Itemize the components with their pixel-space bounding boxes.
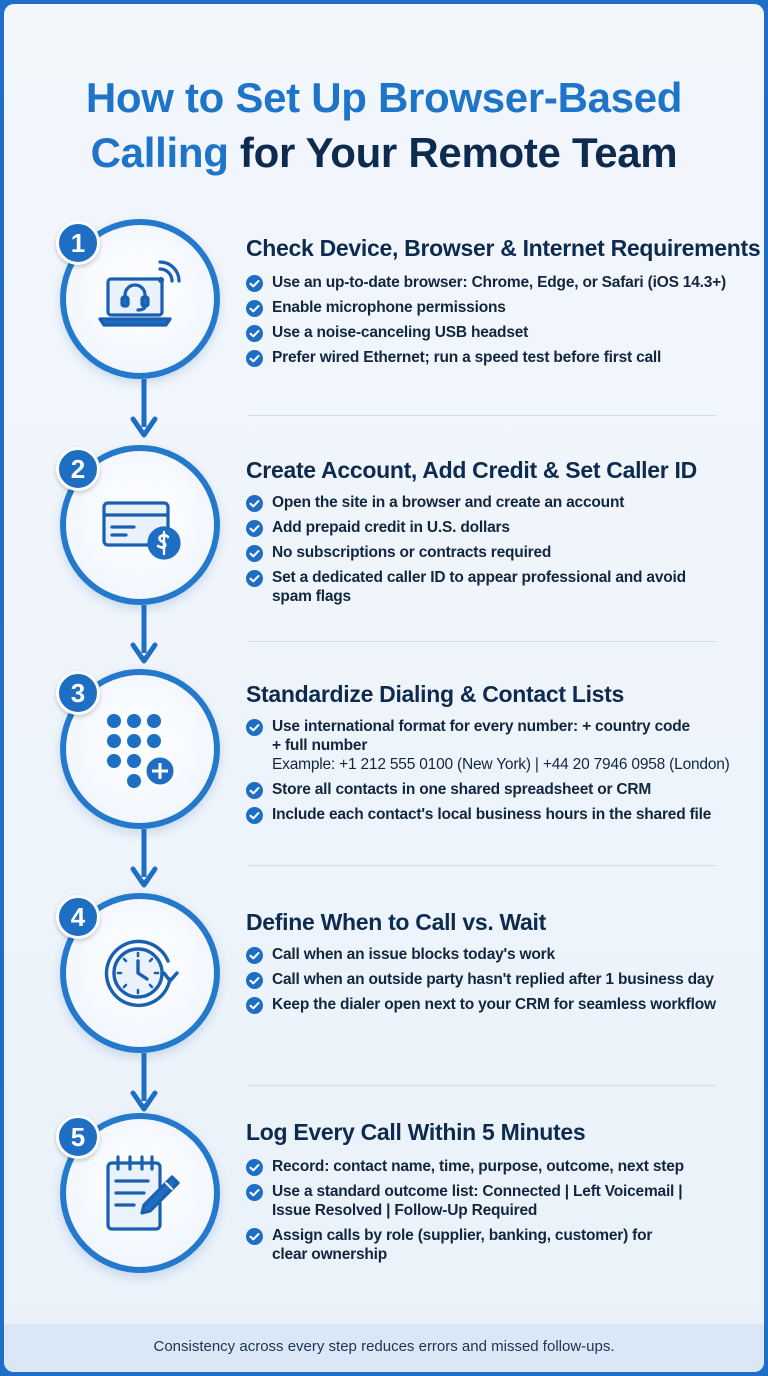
step-2-list: Open the site in a browser and create an… bbox=[246, 493, 686, 612]
step-2-heading: Create Account, Add Credit & Set Caller … bbox=[246, 457, 697, 483]
step-3-list: Use international format for every numbe… bbox=[246, 717, 746, 830]
step-1-circle bbox=[60, 219, 220, 379]
list-item: Enable microphone permissions bbox=[246, 298, 746, 317]
example-numbers: Example: +1 212 555 0100 (New York) | +4… bbox=[272, 756, 730, 773]
step-1-arrow bbox=[130, 379, 158, 439]
check-circle-icon bbox=[246, 1159, 263, 1176]
check-circle-icon bbox=[246, 275, 263, 292]
list-item: Set a dedicated caller ID to appear prof… bbox=[246, 568, 686, 606]
divider bbox=[248, 865, 716, 866]
step-5-list: Record: contact name, time, purpose, out… bbox=[246, 1157, 686, 1270]
list-item: Store all contacts in one shared spreads… bbox=[246, 780, 746, 799]
check-circle-icon bbox=[246, 782, 263, 799]
page-title: How to Set Up Browser-Based Calling for … bbox=[4, 70, 764, 180]
step-1-list: Use an up-to-date browser: Chrome, Edge,… bbox=[246, 273, 746, 373]
list-item: Assign calls by role (supplier, banking,… bbox=[246, 1226, 686, 1264]
step-3-arrow bbox=[130, 829, 158, 889]
title-line1: How to Set Up Browser-Based bbox=[85, 74, 683, 121]
divider bbox=[248, 641, 716, 642]
footer-note: Consistency across every step reduces er… bbox=[4, 1324, 764, 1372]
list-item: Open the site in a browser and create an… bbox=[246, 493, 686, 512]
check-circle-icon bbox=[246, 807, 263, 824]
step-4-number-badge: 4 bbox=[56, 895, 100, 939]
step-3-heading: Standardize Dialing & Contact Lists bbox=[246, 681, 624, 707]
list-item: Use an up-to-date browser: Chrome, Edge,… bbox=[246, 273, 746, 292]
step-1-heading: Check Device, Browser & Internet Require… bbox=[246, 235, 761, 261]
title-highlight: Calling bbox=[90, 129, 229, 176]
check-circle-icon bbox=[246, 325, 263, 342]
check-circle-icon bbox=[246, 719, 263, 736]
step-3-number-badge: 3 bbox=[56, 671, 100, 715]
step-4-arrow bbox=[130, 1053, 158, 1113]
step-5-heading: Log Every Call Within 5 Minutes bbox=[246, 1119, 586, 1145]
list-item: Prefer wired Ethernet; run a speed test … bbox=[246, 348, 746, 367]
list-item: Record: contact name, time, purpose, out… bbox=[246, 1157, 686, 1176]
divider bbox=[248, 415, 716, 416]
step-1-number-badge: 1 bbox=[56, 221, 100, 265]
list-item: Keep the dialer open next to your CRM fo… bbox=[246, 995, 746, 1014]
list-item: Call when an outside party hasn't replie… bbox=[246, 970, 746, 989]
step-4-list: Call when an issue blocks today's work C… bbox=[246, 945, 746, 1020]
title-line2: for Your Remote Team bbox=[228, 129, 678, 176]
clock-refresh-icon bbox=[104, 939, 179, 1008]
check-circle-icon bbox=[246, 350, 263, 367]
step-2-number-badge: 2 bbox=[56, 447, 100, 491]
check-circle-icon bbox=[246, 545, 263, 562]
check-circle-icon bbox=[246, 570, 263, 587]
check-circle-icon bbox=[246, 300, 263, 317]
list-item: Use a standard outcome list: Connected |… bbox=[246, 1182, 686, 1220]
check-circle-icon bbox=[246, 997, 263, 1014]
check-circle-icon bbox=[246, 1228, 263, 1245]
infographic-page: How to Set Up Browser-Based Calling for … bbox=[4, 4, 764, 1372]
list-item: No subscriptions or contracts required bbox=[246, 543, 686, 562]
check-circle-icon bbox=[246, 1184, 263, 1201]
list-item: Use a noise-canceling USB headset bbox=[246, 323, 746, 342]
list-item: Use international format for every numbe… bbox=[246, 717, 746, 774]
list-item: Include each contact's local business ho… bbox=[246, 805, 746, 824]
step-4-heading: Define When to Call vs. Wait bbox=[246, 909, 547, 935]
step-2-arrow bbox=[130, 605, 158, 665]
divider bbox=[248, 1085, 716, 1086]
check-circle-icon bbox=[246, 972, 263, 989]
credit-card-dollar-icon bbox=[102, 501, 181, 560]
laptop-headset-wifi-icon bbox=[98, 260, 181, 327]
keypad-plus-icon bbox=[107, 714, 177, 788]
check-circle-icon bbox=[246, 495, 263, 512]
check-circle-icon bbox=[246, 520, 263, 537]
check-circle-icon bbox=[246, 947, 263, 964]
notepad-pencil-icon bbox=[106, 1155, 180, 1231]
step-5-number-badge: 5 bbox=[56, 1115, 100, 1159]
list-item: Add prepaid credit in U.S. dollars bbox=[246, 518, 686, 537]
list-item: Call when an issue blocks today's work bbox=[246, 945, 746, 964]
